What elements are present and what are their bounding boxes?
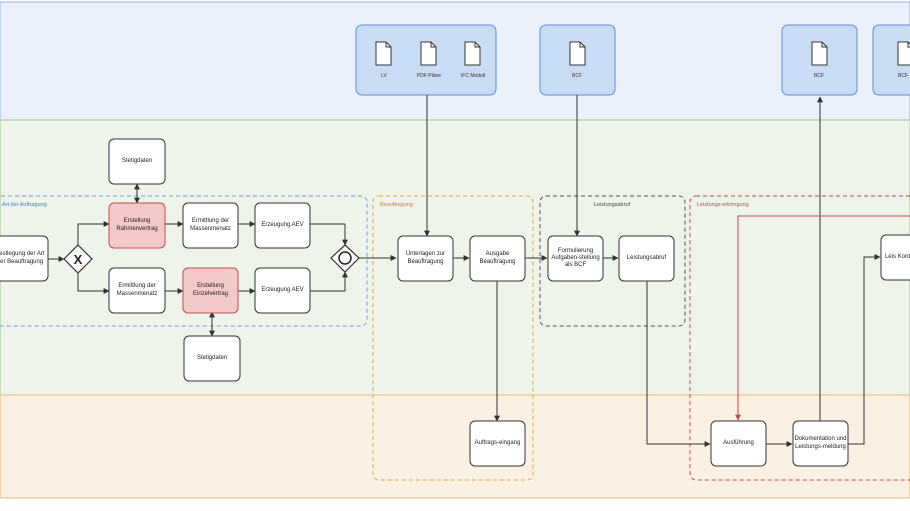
task-erstellung-einzelvertrag: Erstellung Einzelvertrag <box>182 267 239 314</box>
task-erzeugung-aev-2: Erzeugung AEV <box>254 267 311 314</box>
document-icon <box>464 41 481 66</box>
task-formulierung: Formulierung Aufgaben-stellung als BCF <box>547 235 604 282</box>
group-label-red: Leistungs-erbringung <box>697 202 749 208</box>
exclusive-gateway: X <box>63 244 93 274</box>
task-ermittlung-mengen-2: Ermittlung der Massenmenatz <box>108 267 166 314</box>
group-leistungserbringung <box>689 195 910 481</box>
task-unterlagen: Unterlagen zur Beauftragung <box>397 235 454 282</box>
doc-group-3: BCF <box>781 24 858 96</box>
task-stetigdaten-2: Stetigdaten <box>183 335 241 382</box>
doc-label: BCF <box>572 73 582 79</box>
document-icon <box>375 41 392 66</box>
group-label-dark: Leistungsabruf <box>594 202 631 208</box>
task-leistung-kontrolle: Leis Kont <box>880 234 910 281</box>
doc-label: BCF <box>898 73 908 79</box>
task-erstellung-rahmenvertrag: Erstellung Rahmenvertrag <box>108 202 166 249</box>
task-leistungsabruf: Leistungsabruf <box>618 235 675 282</box>
task-ausfuehrung: Ausführung <box>710 420 767 467</box>
doc-group-4: BCF <box>872 24 910 96</box>
document-icon <box>897 41 910 66</box>
parallel-gateway <box>330 244 360 273</box>
connectors <box>48 95 881 447</box>
group-label-blue: Art der Auftragung <box>2 202 47 208</box>
document-icon <box>569 41 586 66</box>
document-icon <box>420 41 437 66</box>
doc-group-2: BCF <box>539 24 616 96</box>
task-dokumentation: Dokumentation und Leistungs-meldung <box>792 420 849 467</box>
doc-label: BCF <box>814 73 824 79</box>
doc-label: IFC Modell <box>461 73 485 79</box>
document-icon <box>811 41 828 66</box>
task-auftragseingang: Auftrags-eingang <box>469 420 526 467</box>
task-ermittlung-mengen-1: Ermittlung der Massenmenatz <box>182 202 239 249</box>
doc-label: PDF Pläne <box>417 73 441 79</box>
group-art-der-auftragung <box>0 195 368 327</box>
connector-feedback <box>735 215 910 421</box>
task-festlegung: Festlegung der Art der Beauftragung <box>0 235 49 282</box>
group-leistungsabruf <box>539 195 686 327</box>
task-stetigdaten-1: Stetigdaten <box>108 138 166 185</box>
group-label-orange: Beauftragung <box>380 202 413 208</box>
task-ausgabe: Ausgabe Beauftragung <box>469 235 526 282</box>
doc-label: LV <box>381 73 387 79</box>
doc-group-1: LV PDF Pläne IFC Modell <box>355 24 497 96</box>
lane-bottom <box>0 394 910 499</box>
group-beauftragung <box>372 195 534 481</box>
task-erzeugung-aev-1: Erzeugung AEV <box>254 202 311 249</box>
svg-text:X: X <box>74 252 83 267</box>
